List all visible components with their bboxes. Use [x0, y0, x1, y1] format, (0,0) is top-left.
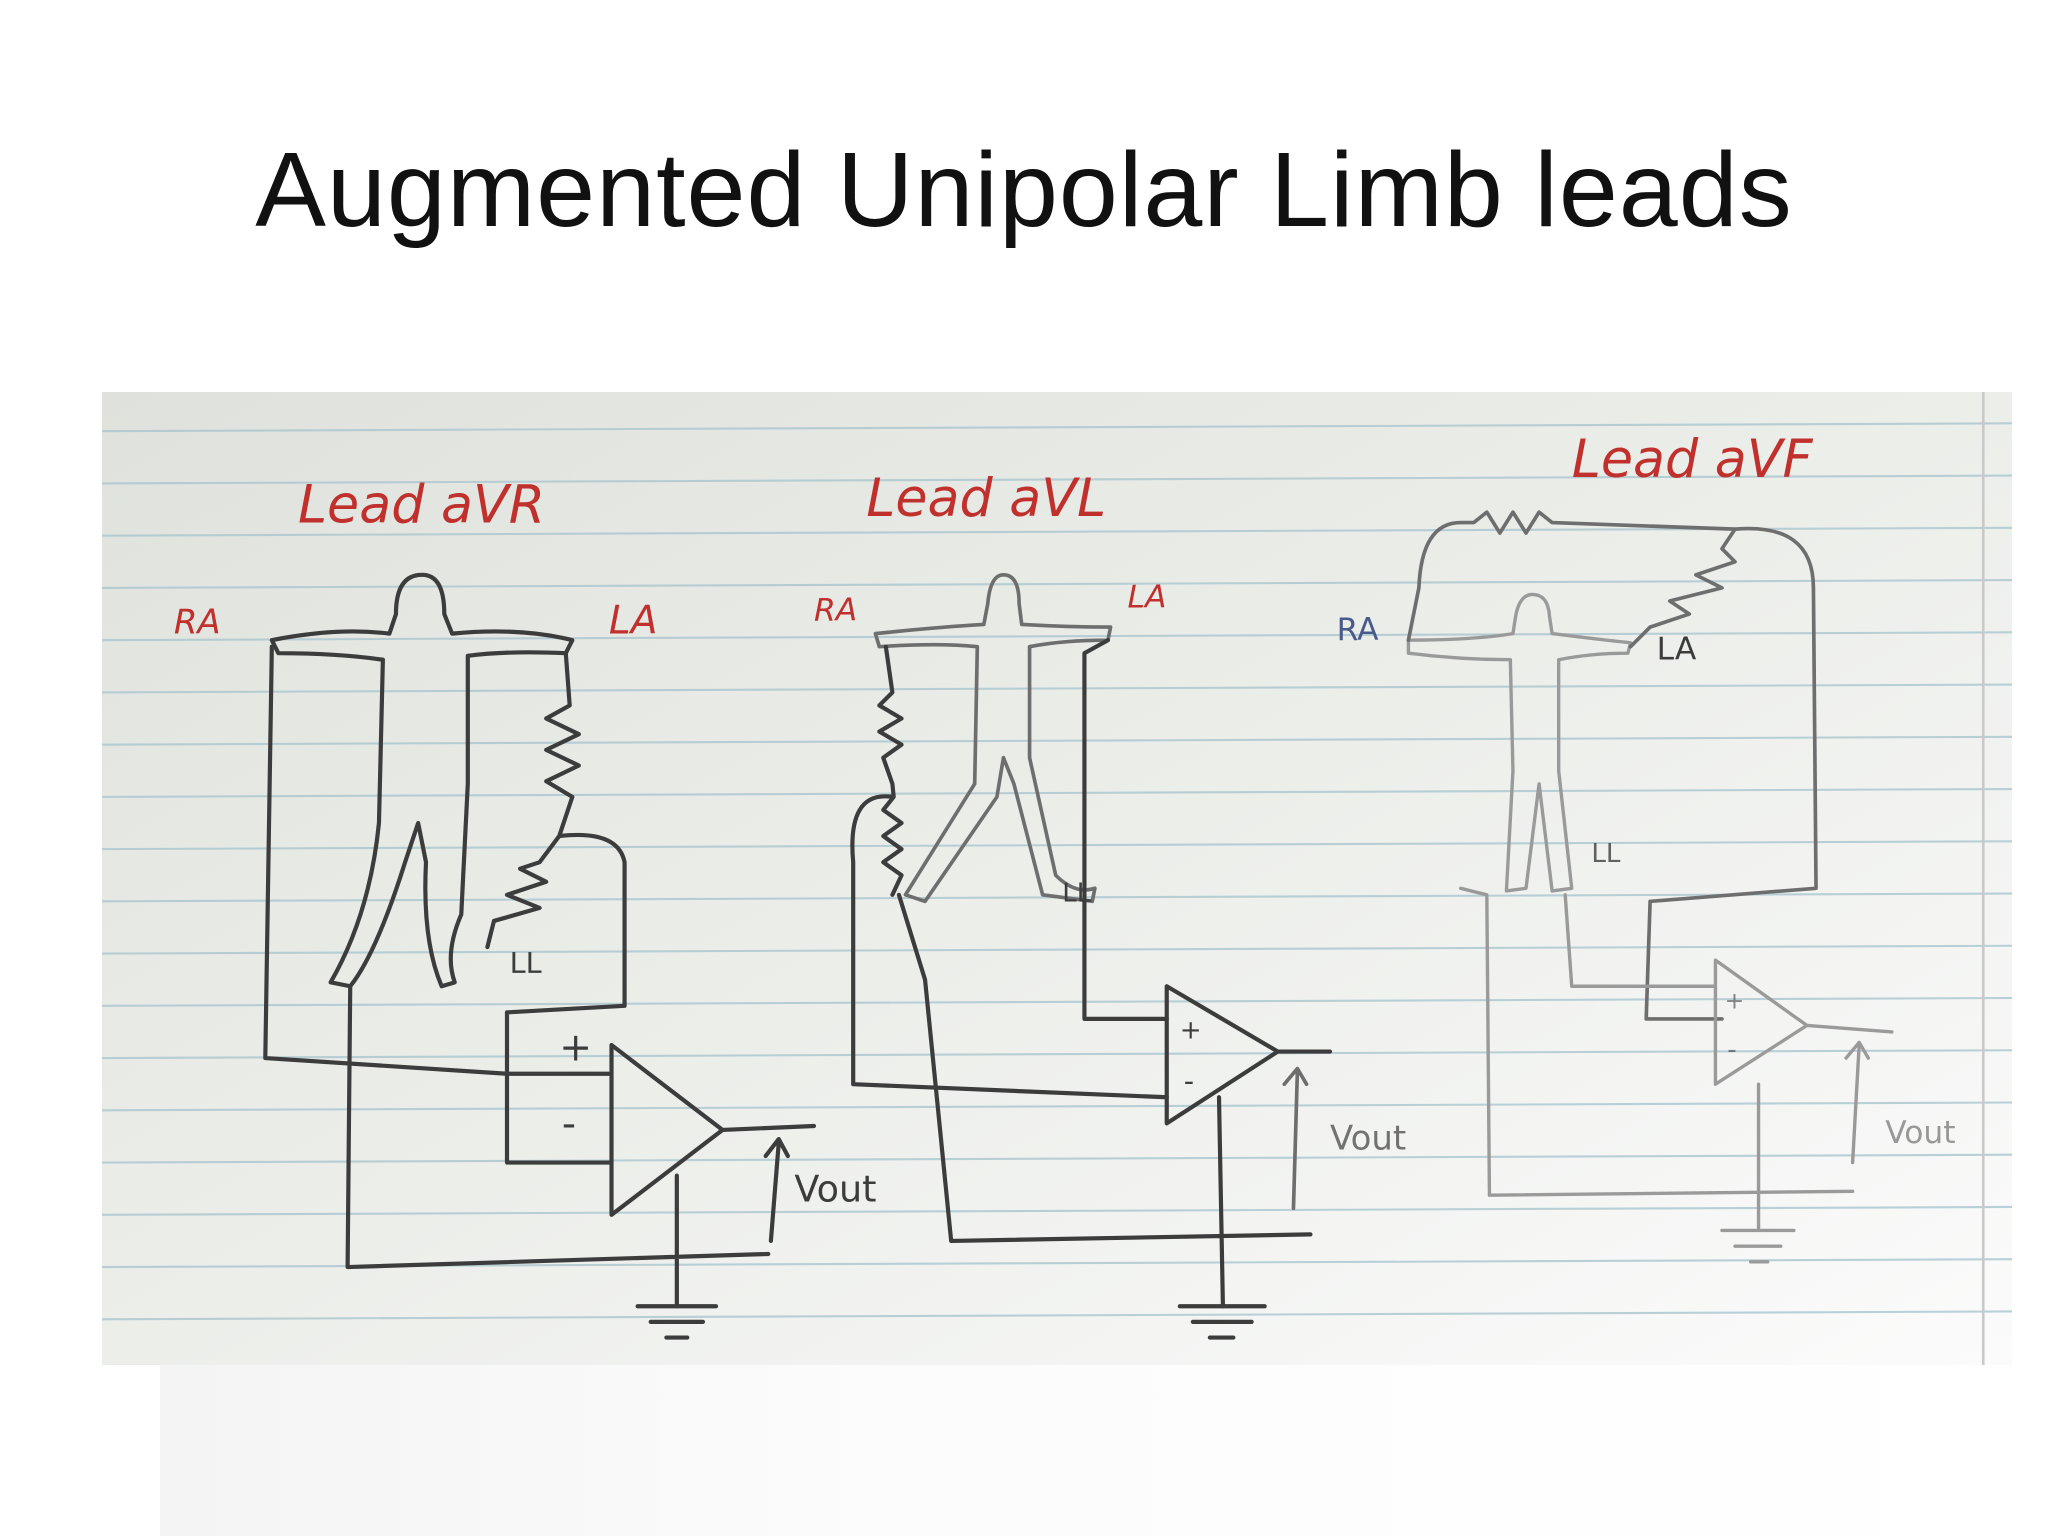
la-wire	[1082, 638, 1169, 1021]
resistor-la	[504, 651, 627, 1165]
slide-title: Augmented Unipolar Limb leads	[255, 131, 1793, 249]
plus-terminal: +	[1725, 986, 1745, 1014]
top-resistors	[1406, 510, 1818, 1021]
ra-wire	[263, 644, 614, 1076]
body-figure	[1406, 592, 1633, 893]
op-amp	[609, 1042, 725, 1217]
ruled-line	[102, 787, 2012, 798]
minus-terminal: -	[1184, 1064, 1194, 1098]
panel-title: Lead aVL	[866, 469, 1106, 529]
panel-avl: Lead aVL RA LA LL + - Vout	[814, 469, 1406, 1340]
vout-arrow	[1844, 1040, 1870, 1165]
photo-shadow	[160, 1365, 2012, 1536]
ruled-line	[102, 944, 2012, 955]
la-label: LA	[1128, 580, 1167, 616]
vout-arrow	[763, 1136, 790, 1244]
op-amp	[1713, 958, 1809, 1086]
body-figure	[269, 572, 575, 989]
ruled-line	[102, 1153, 2012, 1164]
vout-label: Vout	[794, 1168, 876, 1211]
ra-resistor-wire	[850, 644, 1169, 1100]
ruled-line	[102, 579, 2012, 589]
ruled-line	[102, 422, 2012, 433]
vout-arrow	[1282, 1066, 1309, 1211]
ll-label: LL	[1591, 839, 1621, 869]
ruled-line	[102, 631, 2012, 642]
ruled-line	[102, 1205, 2012, 1216]
op-amp	[1164, 984, 1280, 1126]
ruled-line	[102, 683, 2012, 694]
plus-terminal: +	[559, 1026, 592, 1071]
ground-wire	[345, 984, 771, 1309]
panel-title: Lead aVR	[298, 476, 545, 536]
resistor-ll	[485, 833, 562, 950]
la-label: LA	[1657, 632, 1697, 668]
ground-symbol	[1177, 1304, 1267, 1340]
ra-label: RA	[174, 603, 221, 643]
output-wire	[1805, 1023, 1894, 1034]
ra-label: RA	[814, 593, 857, 629]
ll-label: LL	[1062, 878, 1092, 908]
hand-drawn-lead-diagram-photo: Lead aVR RA LA LL + - Vout Lead aVL RA L…	[102, 392, 2012, 1365]
minus-terminal: -	[1727, 1035, 1736, 1065]
minus-terminal: -	[562, 1101, 576, 1146]
vout-label: Vout	[1885, 1115, 1955, 1151]
panel-avf: Lead aVF RA LA LL + - Vout	[1337, 430, 1956, 1264]
panel-avr: Lead aVR RA LA LL + - Vout	[174, 476, 876, 1340]
ground-wire	[896, 892, 1313, 1309]
panel-title: Lead aVF	[1572, 430, 1814, 490]
ground-wire	[1458, 886, 1855, 1230]
output-wire	[720, 1123, 817, 1133]
ruled-line	[102, 1310, 2012, 1321]
ruled-line	[102, 996, 2012, 1007]
ruled-line	[102, 1101, 2012, 1112]
body-figure	[873, 573, 1113, 904]
ground-symbol	[635, 1304, 719, 1340]
ll-wire	[1563, 893, 1718, 988]
ra-label: RA	[1337, 612, 1380, 648]
ll-label: LL	[510, 946, 542, 980]
vout-label: Vout	[1330, 1119, 1406, 1159]
ruled-line	[102, 840, 2012, 851]
ruled-line	[102, 474, 2012, 485]
ruled-line	[102, 1049, 2012, 1060]
ruled-line	[102, 735, 2012, 746]
la-label: LA	[609, 599, 658, 644]
plus-terminal: +	[1180, 1015, 1202, 1045]
ground-symbol	[1720, 1228, 1796, 1264]
